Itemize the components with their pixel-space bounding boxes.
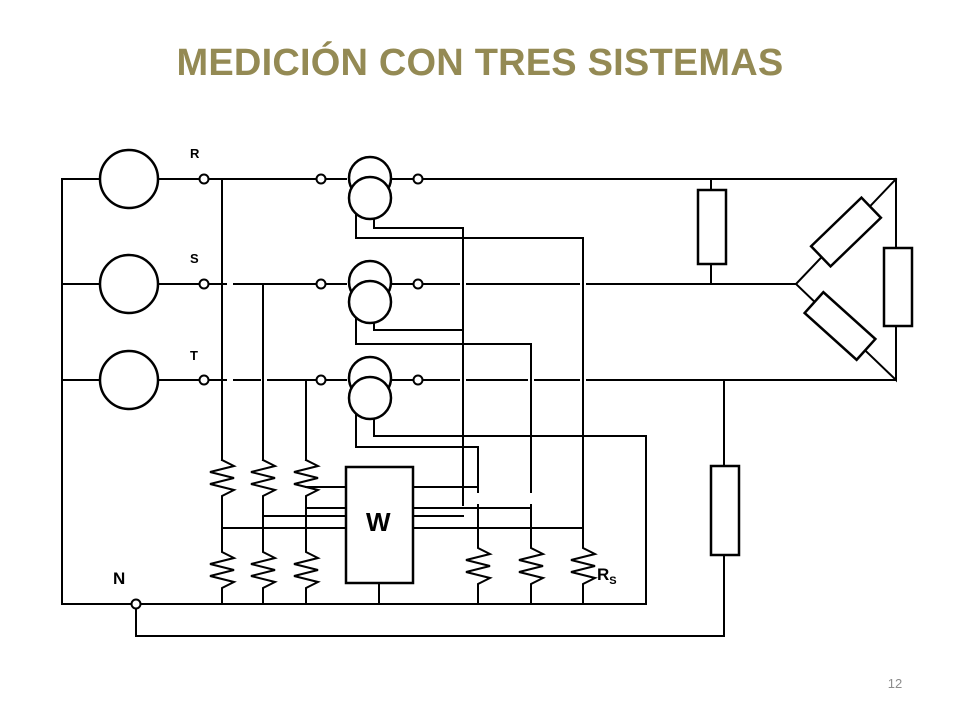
series-resistor-label: RS [597,565,617,587]
current-transformers [347,155,393,421]
generators [98,148,160,411]
phase-label-s: S [190,251,199,266]
wattmeter-box [344,465,415,585]
delta-resistor-right [882,246,914,328]
wiring [61,177,898,637]
page-number: 12 [887,676,903,691]
generator-t-symbol [98,349,160,411]
generator-s-symbol [98,253,160,315]
delta-resistor-lower [802,290,878,362]
loads [696,188,914,557]
labels: R S T N W RS [113,146,617,588]
neutral-label: N [113,569,125,588]
terminals [130,173,424,610]
phase-label-t: T [190,348,198,363]
load-resistor-neutral [709,464,741,557]
wattmeter-label: W [366,507,391,537]
delta-resistor-upper [809,195,883,269]
load-resistor-r [696,188,728,266]
generator-r-symbol [98,148,160,210]
phase-label-r: R [190,146,200,161]
neutral-terminal [130,598,142,610]
slide-title: MEDICIÓN CON TRES SISTEMAS [176,42,784,84]
